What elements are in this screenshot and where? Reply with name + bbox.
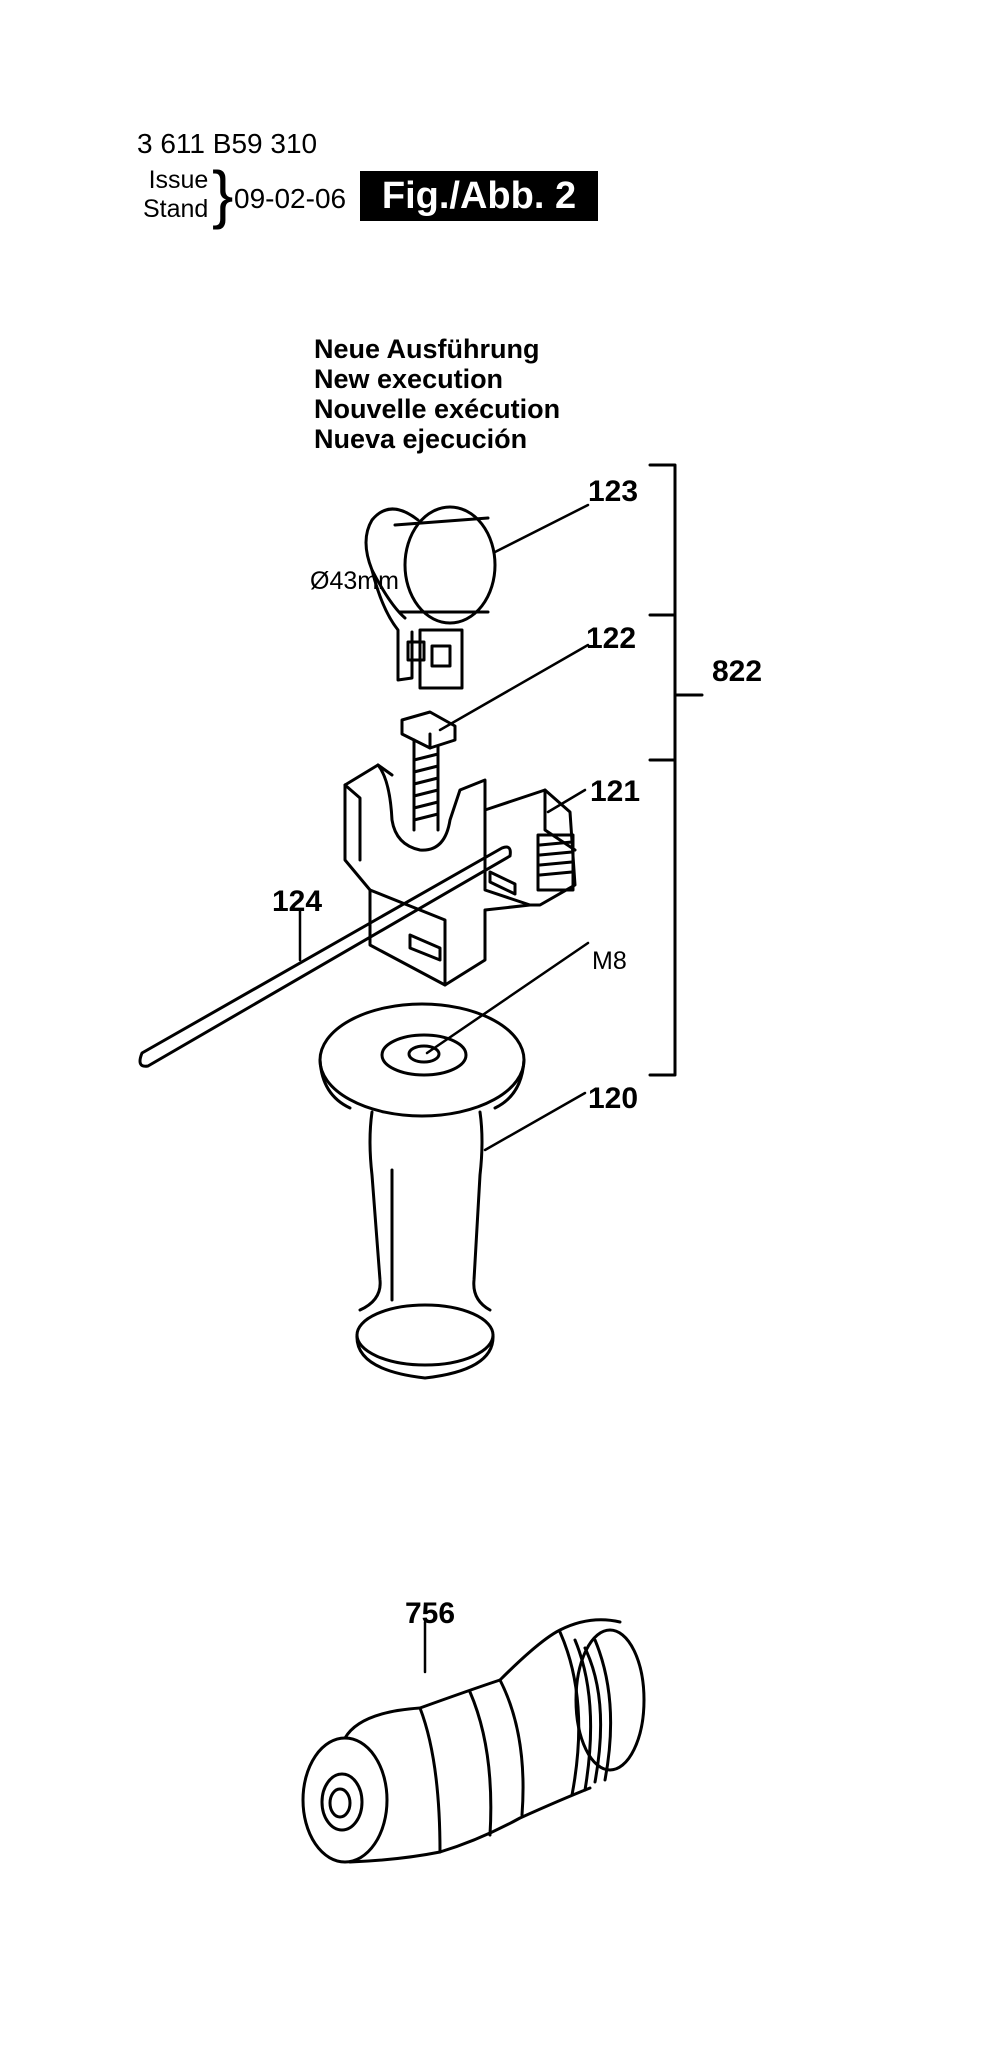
issue-label: Issue [148,166,209,194]
part-120-handle [318,1002,526,1380]
figure-label: Fig./Abb. 2 [360,171,598,221]
part-123-clamp-band [364,505,497,690]
diameter-annotation: Ø43mm [310,567,399,595]
callout-822: 822 [712,655,763,688]
issue-date: 09-02-06 [234,183,347,214]
part-756-chuck [301,1618,646,1864]
callout-121: 121 [590,775,641,808]
variant-note-es: Nueva ejecución [314,424,528,454]
callout-120: 120 [588,1082,639,1115]
assembly-bracket-822 [648,463,704,1077]
part-121-bracket [343,763,577,987]
callout-123: 123 [588,475,639,508]
stand-label: Stand [143,195,209,223]
callout-124: 124 [272,885,323,918]
callout-122: 122 [586,622,637,655]
variant-note: Neue Ausführung New execution Nouvelle e… [314,334,560,454]
part-124-depth-rod [138,845,512,1068]
variant-note-en: New execution [314,364,504,394]
variant-note-fr: Nouvelle exécution [314,394,561,424]
brace-glyph: } [212,158,234,230]
callout-756: 756 [405,1597,456,1630]
issue-stand-labels: Issue Stand [143,166,208,224]
document-number: 3 611 B59 310 [137,128,318,159]
variant-note-de: Neue Ausführung [314,334,540,364]
leader-lines [298,503,590,1674]
thread-annotation: M8 [592,947,627,975]
part-122-bolt [400,710,457,832]
